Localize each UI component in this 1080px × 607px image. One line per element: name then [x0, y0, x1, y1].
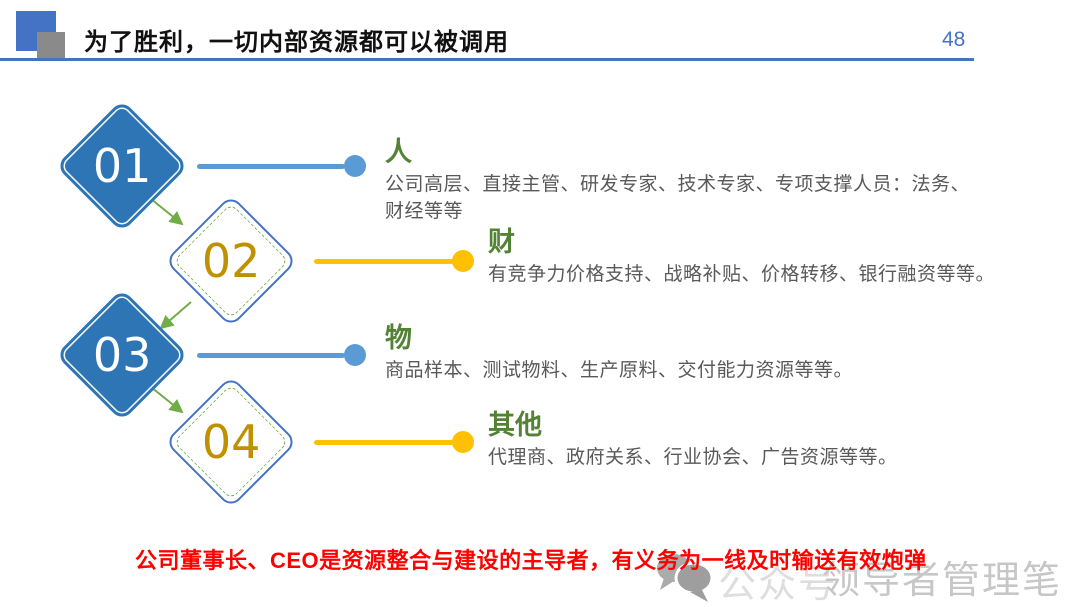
page-number: 48	[942, 28, 966, 51]
section-02-text: 有竞争力价格支持、战略补贴、价格转移、银行融资等等。	[488, 264, 996, 285]
connector-03-dot	[344, 344, 366, 366]
arrow-03-to-04	[150, 386, 184, 414]
page-title: 为了胜利，一切内部资源都可以被调用	[84, 29, 509, 56]
section-02-label: 财	[488, 227, 515, 257]
section-04-label: 其他	[488, 410, 542, 440]
connector-02-dot	[452, 250, 474, 272]
connector-02	[314, 259, 454, 264]
diamond-01-number: 01	[92, 138, 152, 193]
diamond-04: 04	[164, 375, 298, 509]
connector-04-dot	[452, 431, 474, 453]
watermark-name: 领导者管理笔记	[822, 560, 1063, 602]
arrow-01-to-02	[150, 198, 184, 226]
connector-04	[314, 440, 454, 445]
connector-03	[197, 353, 345, 358]
connector-01-dot	[344, 155, 366, 177]
logo-gray-square	[37, 32, 65, 60]
section-04-text: 代理商、政府关系、行业协会、广告资源等等。	[488, 447, 898, 468]
diamond-01: 01	[55, 99, 189, 233]
arrow-02-to-03	[159, 301, 192, 330]
diamond-02: 02	[164, 194, 298, 328]
diamond-02-number: 02	[201, 233, 261, 288]
diamond-03-number: 03	[92, 327, 152, 382]
header-rule	[0, 58, 974, 61]
section-01-text: 公司高层、直接主管、研发专家、技术专家、专项支撑人员：法务、财经等等	[385, 174, 971, 222]
diamond-03: 03	[55, 288, 189, 422]
section-03-label: 物	[385, 323, 412, 353]
section-01-label: 人	[385, 137, 412, 167]
diamond-04-number: 04	[201, 414, 261, 469]
watermark-prefix: 公众号	[718, 564, 839, 606]
section-03-text: 商品样本、测试物料、生产原料、交付能力资源等等。	[385, 360, 854, 381]
chat-bubbles-icon	[657, 554, 714, 602]
connector-01	[197, 164, 345, 169]
footer-note: 公司董事长、CEO是资源整合与建设的主导者，有义务为一线及时输送有效炮弹	[135, 548, 927, 573]
